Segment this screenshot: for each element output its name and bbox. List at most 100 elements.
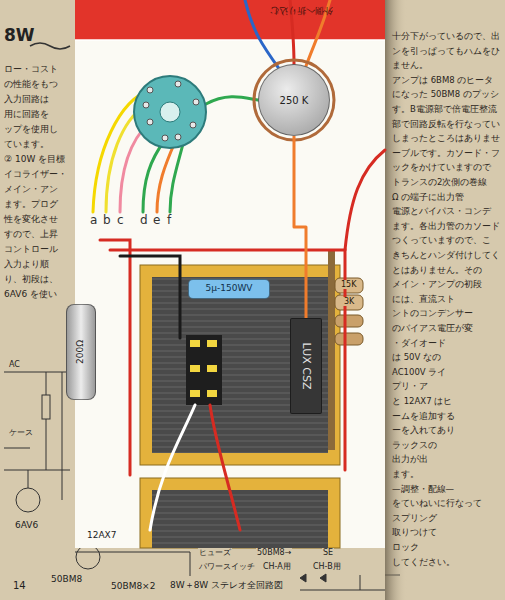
wire-black: [120, 256, 180, 338]
wire-letter: c: [117, 214, 124, 228]
resistor-body: [335, 295, 363, 310]
capacitor: 5μ-150WV: [188, 279, 270, 299]
wire-letter: f: [167, 214, 171, 228]
column-text: 電源とバイパス・コンデ: [392, 207, 491, 217]
column-text: ロック: [392, 543, 419, 553]
transformer-label: LUX CSZ: [290, 318, 322, 414]
tube-name: 12AX7: [86, 530, 118, 540]
column-text: ーブルです。カソード・フ: [392, 149, 500, 159]
column-text: Ω の端子に出力管: [392, 193, 464, 203]
column-text: きちんとハンダ付けしてく: [392, 251, 500, 261]
socket-pin: [143, 102, 149, 108]
column-text: のバイアス電圧が変: [392, 324, 473, 334]
column-text: 入力回路は: [4, 94, 49, 104]
terminal-lug: [190, 340, 200, 347]
column-text: トランスの2次側の巻線: [392, 178, 487, 188]
part-label: 250 K: [280, 95, 309, 106]
column-text: ントのコンデンサー: [392, 309, 473, 319]
column-text: 用に回路を: [4, 109, 49, 119]
terminal-lug: [207, 340, 217, 347]
resistor-body: [335, 333, 363, 345]
column-text: ームを追加する: [392, 412, 455, 422]
tube-socket-symbol: [76, 545, 100, 569]
switch-label: パワースイッチ: [198, 562, 256, 571]
tube-name: 50BM8→: [256, 548, 292, 557]
wire-white: [150, 405, 195, 530]
column-text: ません。: [392, 61, 428, 71]
terminal-lug: [207, 365, 217, 372]
wire-orange: [294, 136, 306, 318]
column-text: す。B電源部で倍電圧整流: [392, 105, 497, 115]
diode-symbol: [300, 574, 326, 582]
wire-red: [100, 240, 130, 475]
column-text: 6AV6 を使い: [4, 289, 57, 299]
column-text: には、直流スト: [392, 295, 455, 305]
chassis-label: ケース: [8, 428, 34, 437]
terminal-label: SE: [322, 548, 334, 557]
red-band: [75, 0, 385, 40]
column-text: すので、上昇: [4, 229, 58, 239]
column-text: 部で回路反転を行なってい: [392, 120, 500, 130]
folding-note: 外側へ折り込む: [270, 6, 333, 16]
column-text: メイン・アンプの初段: [392, 280, 482, 290]
column-text: 出力が出: [392, 455, 428, 465]
resistor-symbol: [42, 395, 50, 419]
column-text: ます。: [392, 470, 419, 480]
heading-ornament: [30, 43, 70, 49]
socket-pin: [175, 81, 181, 87]
column-text: ーを入れてあり: [392, 426, 455, 436]
part-label: LUX CSZ: [300, 343, 312, 390]
transformer-core: [152, 277, 328, 453]
column-text: ップを使用し: [4, 124, 58, 134]
column-text: ます。プログ: [4, 199, 58, 209]
column-text: プリ・ア: [392, 382, 428, 392]
column-text: メイン・アン: [4, 184, 58, 194]
column-text: AC100V ライ: [392, 368, 446, 378]
socket-pin: [190, 122, 196, 128]
column-text: とはありません。その: [392, 266, 482, 276]
wire-red: [345, 150, 385, 250]
transformer-core: [152, 490, 328, 548]
band-edge: [75, 39, 385, 41]
resistor-value: 3K: [343, 297, 355, 306]
column-text: ロー・コスト: [4, 64, 58, 74]
column-text: 取りつけて: [392, 528, 437, 538]
socket-pin: [162, 135, 168, 141]
terminal-board: [328, 250, 335, 450]
transformer-frame: [140, 478, 340, 548]
resistor-value: 15K: [340, 280, 357, 289]
column-text: ンを引っぱってもハムをひ: [392, 47, 500, 57]
column-text: 十分下がっているので、出: [392, 32, 500, 42]
wire-red: [110, 250, 345, 470]
column-text: ます。各出力管のカソード: [392, 222, 500, 232]
socket-pin: [147, 119, 153, 125]
socket-pin: [147, 87, 153, 93]
column-text: —調整・配線—: [392, 485, 454, 495]
resistor-body: [335, 278, 363, 293]
resistor-body: [335, 315, 363, 327]
column-text: ックをかけていますので: [392, 163, 491, 173]
wire-letter: d: [140, 214, 148, 228]
column-text: スプリング: [392, 514, 437, 524]
socket-center: [160, 102, 180, 122]
part-label: 200Ω: [76, 340, 86, 364]
wire-orange: [157, 142, 175, 212]
wire-letter: e: [153, 214, 160, 228]
column-text: コントロール: [4, 244, 58, 254]
column-text: り、初段は、: [4, 274, 58, 284]
volume-pot: 250 K: [258, 64, 330, 136]
figure-caption: 8W＋8W ステレオ全回路図: [168, 580, 285, 590]
column-text: イコライザー・: [4, 169, 67, 179]
wire-letter: b: [103, 214, 111, 228]
column-text: ラックスの: [392, 441, 437, 451]
tube-name: 6AV6: [14, 520, 39, 530]
page-number: 14: [12, 580, 27, 592]
socket-pin: [193, 99, 199, 105]
tube-socket: [134, 76, 206, 148]
tube-symbol: [16, 488, 40, 512]
foldout-panel: [75, 0, 385, 548]
channel-label: CH-A用: [262, 562, 292, 571]
schematic-wire: [4, 372, 70, 500]
terminal-lug: [207, 390, 217, 397]
